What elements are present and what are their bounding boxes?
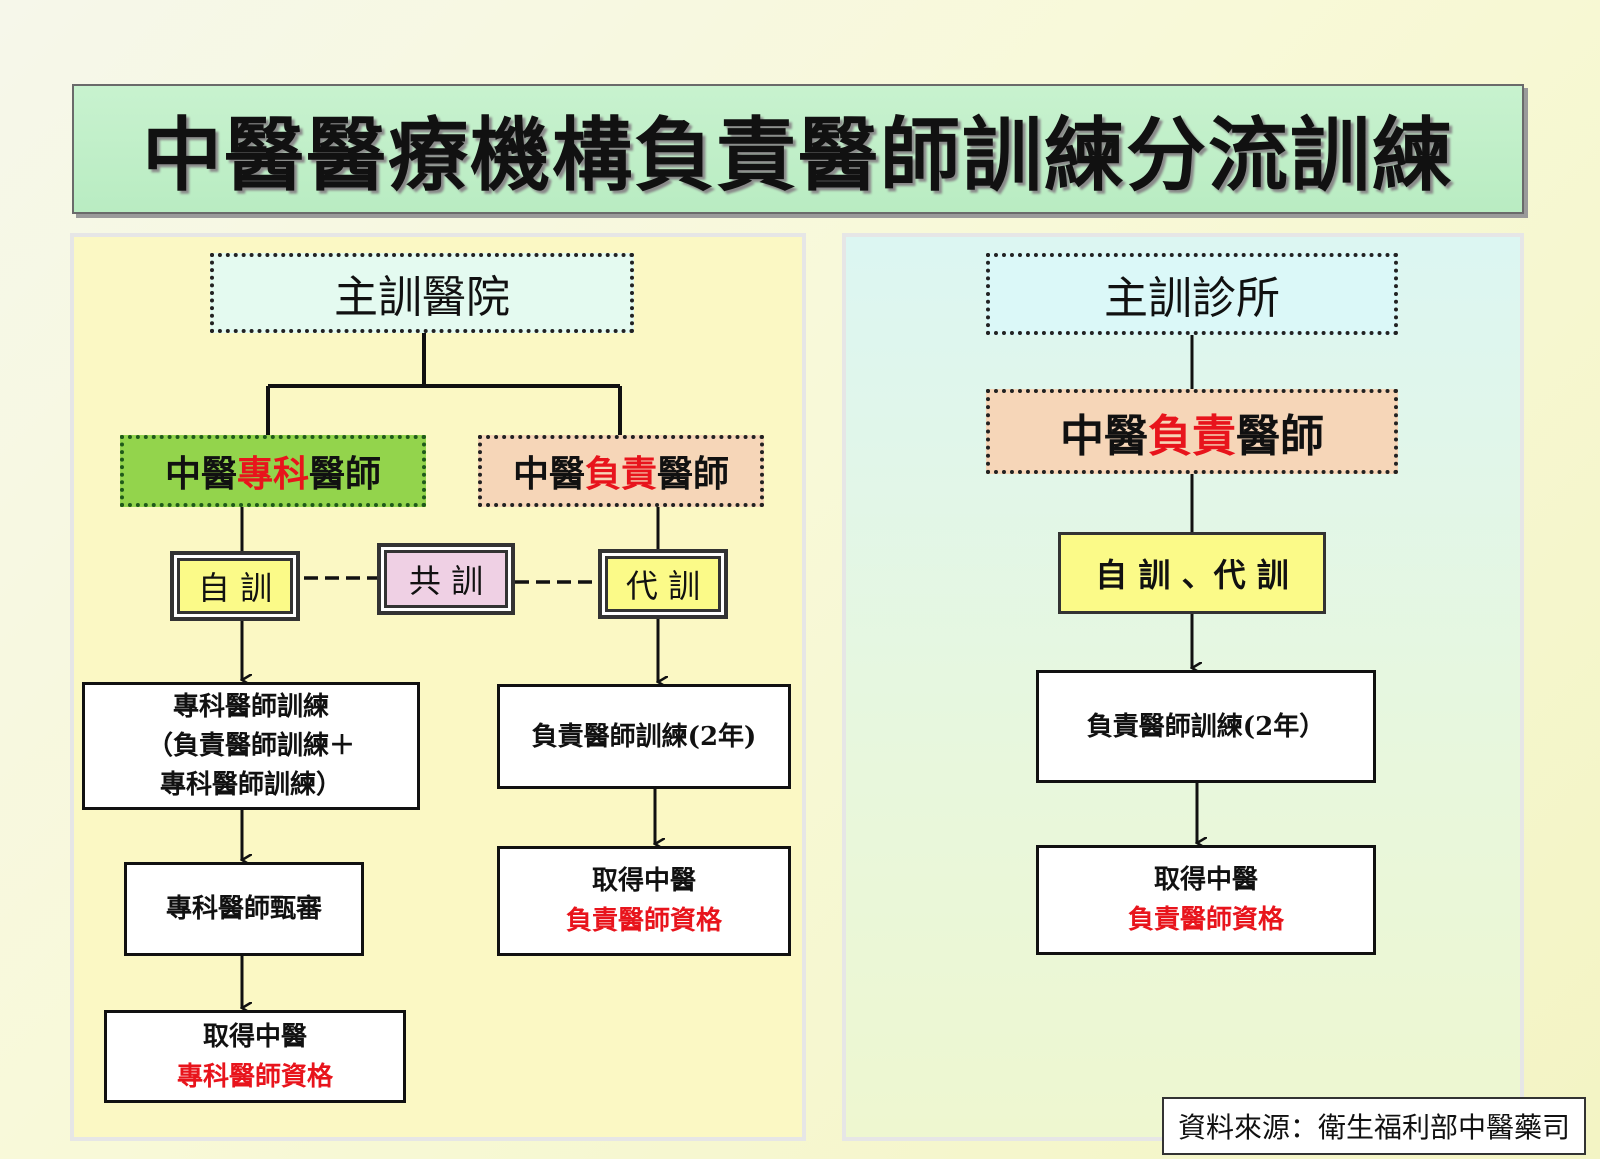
delegated-training-node: 代 訓 — [598, 549, 728, 619]
responsible-qualification-box: 取得中醫 負責醫師資格 — [497, 846, 791, 956]
tcm-responsible-highlight: 負責 — [584, 454, 657, 495]
responsible-qualification-line-1: 取得中醫 — [591, 866, 696, 896]
main-training-clinic-node: 主訓診所 — [986, 253, 1398, 335]
specialist-qualification-line-2: 專科醫師資格 — [176, 1061, 333, 1092]
tcm-responsible-node: 中醫負責醫師 — [478, 435, 764, 507]
clinic-responsible-training-box: 負責醫師訓練(2年） — [1036, 670, 1376, 783]
tcm-responsible-suffix: 醫師 — [657, 454, 730, 495]
clinic-responsible-highlight: 負責 — [1148, 410, 1236, 462]
specialist-training-box: 專科醫師訓練 （負責醫師訓練＋ 專科醫師訓練） — [82, 682, 420, 810]
main-training-hospital-node: 主訓醫院 — [210, 253, 634, 333]
joint-training-node: 共 訓 — [377, 543, 515, 615]
clinic-responsible-training-label: 負責醫師訓練(2年） — [1086, 711, 1326, 742]
tcm-specialist-suffix: 醫師 — [309, 454, 382, 495]
page-title: 中醫醫療機構負責醫師訓練分流訓練 — [142, 109, 1454, 202]
source-note-text: 資料來源：衛生福利部中醫藥司 — [1177, 1111, 1570, 1144]
specialist-training-line-2: （負責醫師訓練＋ — [146, 730, 355, 761]
delegated-training-label: 代 訓 — [625, 567, 701, 605]
specialist-qualification-box: 取得中醫 專科醫師資格 — [104, 1010, 406, 1103]
tcm-responsible-prefix: 中醫 — [512, 454, 585, 495]
tcm-specialist-prefix: 中醫 — [164, 454, 237, 495]
tcm-specialist-node: 中醫專科醫師 — [120, 435, 426, 507]
clinic-qualification-line-1: 取得中醫 — [1153, 865, 1258, 895]
specialist-training-line-1: 專科醫師訓練 — [172, 691, 329, 722]
clinic-responsible-suffix: 醫師 — [1236, 410, 1324, 462]
self-training-label: 自 訓 — [197, 569, 273, 607]
clinic-responsible-node: 中醫負責醫師 — [986, 389, 1398, 474]
clinic-responsible-qualification-box: 取得中醫 負責醫師資格 — [1036, 845, 1376, 955]
main-training-clinic-label: 主訓診所 — [1104, 273, 1280, 324]
specialist-qualification-line-1: 取得中醫 — [202, 1021, 307, 1052]
responsible-training-label: 負責醫師訓練(2年) — [531, 721, 757, 752]
responsible-qualification-line-2: 負責醫師資格 — [565, 906, 722, 936]
title-bar: 中醫醫療機構負責醫師訓練分流訓練 — [72, 84, 1524, 214]
responsible-training-box: 負責醫師訓練(2年) — [497, 684, 791, 789]
specialist-exam-box: 專科醫師甄審 — [124, 862, 364, 956]
main-training-hospital-label: 主訓醫院 — [334, 272, 510, 323]
source-note: 資料來源：衛生福利部中醫藥司 — [1162, 1097, 1586, 1155]
specialist-training-line-3: 專科醫師訓練） — [159, 769, 342, 800]
joint-training-label: 共 訓 — [408, 562, 484, 600]
tcm-specialist-highlight: 專科 — [236, 454, 309, 495]
clinic-qualification-line-2: 負責醫師資格 — [1127, 905, 1284, 935]
self-training-node: 自 訓 — [170, 551, 300, 621]
self-delegated-training-label: 自 訓 、代 訓 — [1095, 556, 1289, 594]
specialist-exam-label: 專科醫師甄審 — [165, 894, 322, 924]
self-delegated-training-node: 自 訓 、代 訓 — [1058, 532, 1326, 614]
clinic-responsible-prefix: 中醫 — [1060, 410, 1148, 462]
